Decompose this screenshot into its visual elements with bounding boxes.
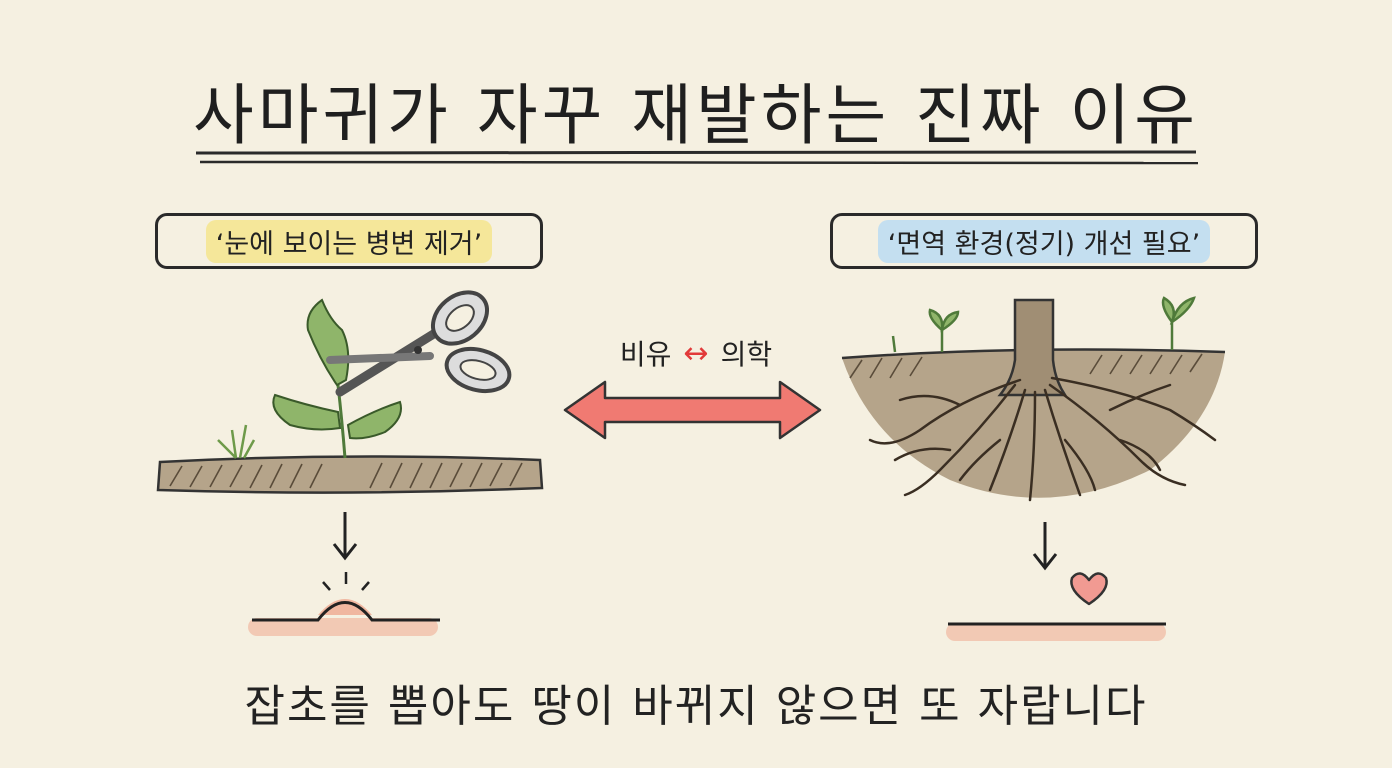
left-down-arrow: [332, 512, 358, 561]
weed-plant-icon: [217, 298, 402, 459]
right-label-box: ‘면역 환경(정기) 개선 필요’: [830, 213, 1258, 269]
title-underline: [195, 150, 1197, 155]
skin-bump-icon: [248, 572, 440, 636]
analogy-label: 비유 ↔ 의학: [590, 333, 802, 373]
left-soil: [156, 455, 544, 494]
right-down-arrow: [1032, 522, 1058, 571]
healthy-skin-icon: [946, 622, 1166, 641]
bottom-caption: 잡초를 뽑아도 땅이 바뀌지 않으면 또 자랍니다: [244, 681, 1148, 732]
heart-icon: [1070, 572, 1108, 606]
scissors-icon: [326, 290, 512, 397]
left-label-box: ‘눈에 보이는 병변 제거’: [155, 213, 543, 269]
left-label: ‘눈에 보이는 병변 제거’: [205, 219, 493, 263]
title-underline-2: [199, 160, 1199, 165]
analogy-right: 의학: [720, 338, 773, 371]
page-title: 사마귀가 자꾸 재발하는 진짜 이유: [193, 77, 1199, 154]
analogy-left: 비유: [619, 338, 672, 371]
analogy-arrow-icon: ↔: [683, 335, 709, 371]
right-soil-roots: [841, 296, 1226, 502]
right-label: ‘면역 환경(정기) 개선 필요’: [877, 219, 1211, 263]
double-arrow-icon: [563, 380, 822, 440]
